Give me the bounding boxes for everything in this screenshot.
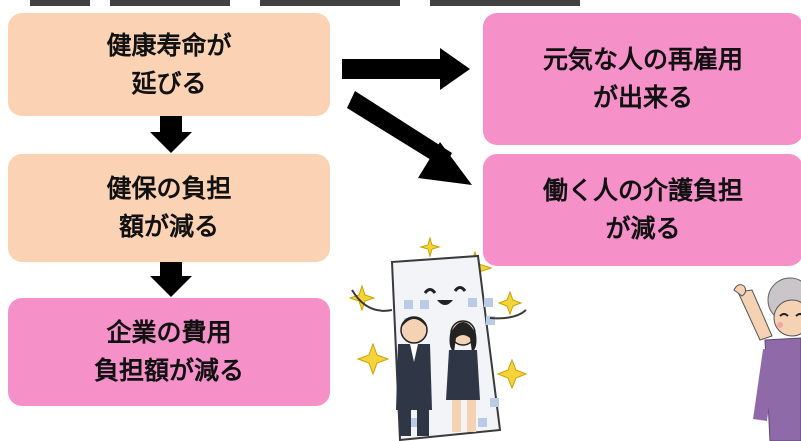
node-company-cost-burden: 企業の費用 負担額が減る (8, 298, 330, 406)
node-line: が出来る (592, 83, 693, 112)
node-health-insurance-burden: 健保の負担 額が減る (8, 154, 330, 262)
node-line: 負担額が減る (93, 356, 244, 385)
arrow-diagonal (347, 91, 472, 185)
sparkle-star-icon (496, 358, 528, 390)
arrow-down-2 (150, 262, 192, 297)
node-caregiving-burden: 働く人の介護負担 が減る (483, 154, 801, 266)
node-line: 健保の負担 (106, 174, 232, 203)
sparkle-star-icon (419, 236, 441, 258)
node-line: 健康寿命が (106, 30, 232, 60)
arrow-down-1 (150, 116, 192, 153)
sparkle-star-icon (356, 342, 390, 376)
top-cropped-strip (30, 0, 580, 6)
node-line: 額が減る (118, 212, 219, 241)
node-healthy-life-expectancy: 健康寿命が 延びる (8, 13, 330, 116)
node-line: 企業の費用 (106, 318, 232, 347)
node-line: 延びる (131, 68, 207, 98)
sparkle-star-icon (497, 290, 523, 316)
node-reemployment: 元気な人の再雇用 が出来る (483, 13, 801, 145)
node-line: 働く人の介護負担 (542, 176, 743, 205)
node-line: が減る (605, 214, 681, 243)
arrow-right (342, 48, 470, 90)
node-line: 元気な人の再雇用 (542, 45, 743, 74)
